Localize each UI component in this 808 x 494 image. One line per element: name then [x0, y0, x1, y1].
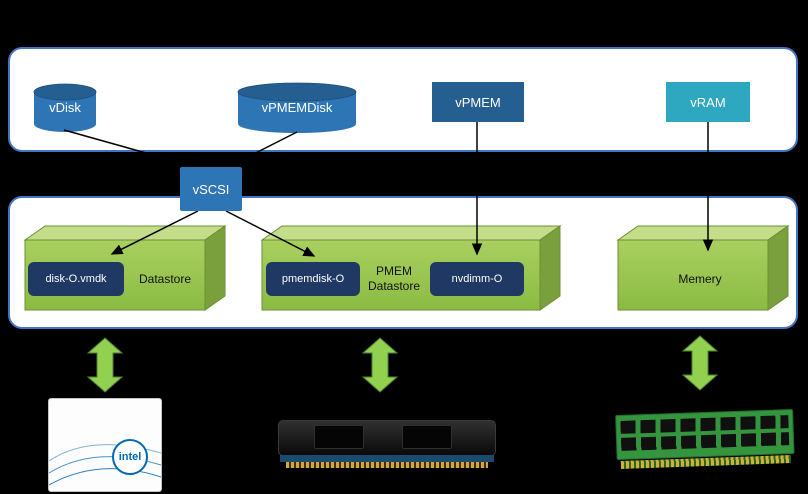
- vscsi-label: vSCSI: [192, 181, 230, 197]
- pmemdisk-file-label: pmemdisk-O: [281, 273, 345, 285]
- vpmem-label: vPMEM: [455, 94, 501, 110]
- vpmemdisk-cylinder-shape: [237, 82, 357, 133]
- optane-heatsink: [278, 420, 496, 456]
- arrow-vscsi-to-pmemdisk: [225, 210, 316, 257]
- ram-dimm-image: [615, 408, 795, 469]
- memory-3d-box: [616, 225, 790, 311]
- vmdk-file-chip: disk-O.vmdk: [28, 262, 124, 296]
- optane-chip: [314, 425, 364, 449]
- intel-logo-text: intel: [118, 451, 142, 463]
- datastore-label: Datastore: [138, 272, 192, 286]
- optane-dimm-image: [278, 420, 496, 470]
- nvdimm-file-label: nvdimm-O: [451, 273, 503, 285]
- double-arrow-pmem-optane: [361, 337, 399, 393]
- vram-label: vRAM: [690, 94, 726, 110]
- pmemdisk-file-chip: pmemdisk-O: [266, 262, 360, 296]
- pmem-datastore-label: PMEM Datastore: [367, 264, 421, 293]
- vdisk-label: vDisk: [49, 100, 81, 115]
- vdisk-cylinder-shape: [33, 83, 97, 132]
- vpmemdisk-label: vPMEMDisk: [261, 100, 333, 115]
- memory-label: Memery: [678, 272, 722, 286]
- vpmem-box: vPMEM: [432, 82, 524, 122]
- arrow-vscsi-to-vmdk: [110, 210, 199, 255]
- double-arrow-memory-dimm: [681, 335, 719, 391]
- intel-ssd-image: intel: [48, 398, 162, 492]
- optane-pcb-edge: [280, 455, 494, 462]
- double-arrow-datastore-ssd: [86, 337, 124, 393]
- vmdk-file-label: disk-O.vmdk: [45, 273, 107, 285]
- nvdimm-file-chip: nvdimm-O: [430, 262, 524, 296]
- optane-chip: [402, 425, 452, 449]
- vram-box: vRAM: [666, 82, 750, 122]
- optane-gold-pins: [286, 462, 488, 468]
- connector-vdisk-to-vscsi: [63, 129, 197, 168]
- intel-logo: intel: [112, 439, 148, 475]
- vscsi-box: vSCSI: [180, 167, 242, 211]
- connector-vpmemdisk-to-vscsi: [227, 131, 298, 168]
